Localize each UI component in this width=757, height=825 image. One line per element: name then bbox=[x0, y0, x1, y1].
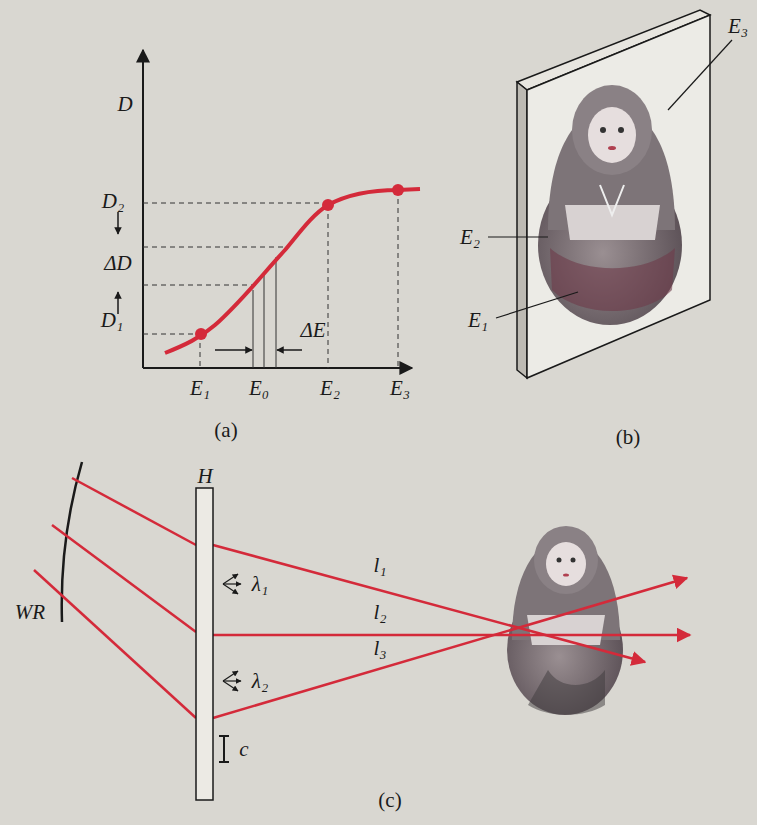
panel-label: (a) bbox=[214, 420, 237, 441]
ray-label: l₁ bbox=[373, 555, 386, 576]
exposure-range: ΔE bbox=[300, 320, 325, 341]
ray-label: l₂ bbox=[373, 602, 386, 623]
exposure-callout: E₃ bbox=[728, 16, 748, 37]
density-curve-graph bbox=[118, 50, 420, 368]
region-label: c bbox=[239, 739, 248, 760]
wavefront-label: WR bbox=[15, 602, 45, 623]
density-range: ΔD bbox=[104, 253, 132, 274]
hologram-plate bbox=[488, 10, 732, 378]
panel-label: (c) bbox=[378, 790, 401, 811]
axis-label: D bbox=[117, 94, 132, 115]
reconstruction-setup bbox=[34, 462, 690, 800]
ray-label: l₃ bbox=[373, 638, 386, 659]
exposure-level: E₁ bbox=[190, 378, 210, 399]
exposure-callout: E₂ bbox=[460, 227, 480, 248]
density-level: D₂ bbox=[102, 191, 124, 212]
exposure-level: E₀ bbox=[249, 378, 269, 399]
exposure-level: E₂ bbox=[320, 378, 340, 399]
doll-image bbox=[507, 526, 623, 715]
exposure-level: E₃ bbox=[390, 378, 410, 399]
wavelength-label: λ₂ bbox=[252, 671, 268, 692]
panel-label: (b) bbox=[616, 427, 641, 448]
doll-image bbox=[538, 85, 682, 325]
wavelength-label: λ₁ bbox=[252, 574, 268, 595]
exposure-callout: E₁ bbox=[468, 310, 488, 331]
hologram-label: H bbox=[197, 466, 212, 487]
density-level: D₁ bbox=[101, 310, 123, 331]
